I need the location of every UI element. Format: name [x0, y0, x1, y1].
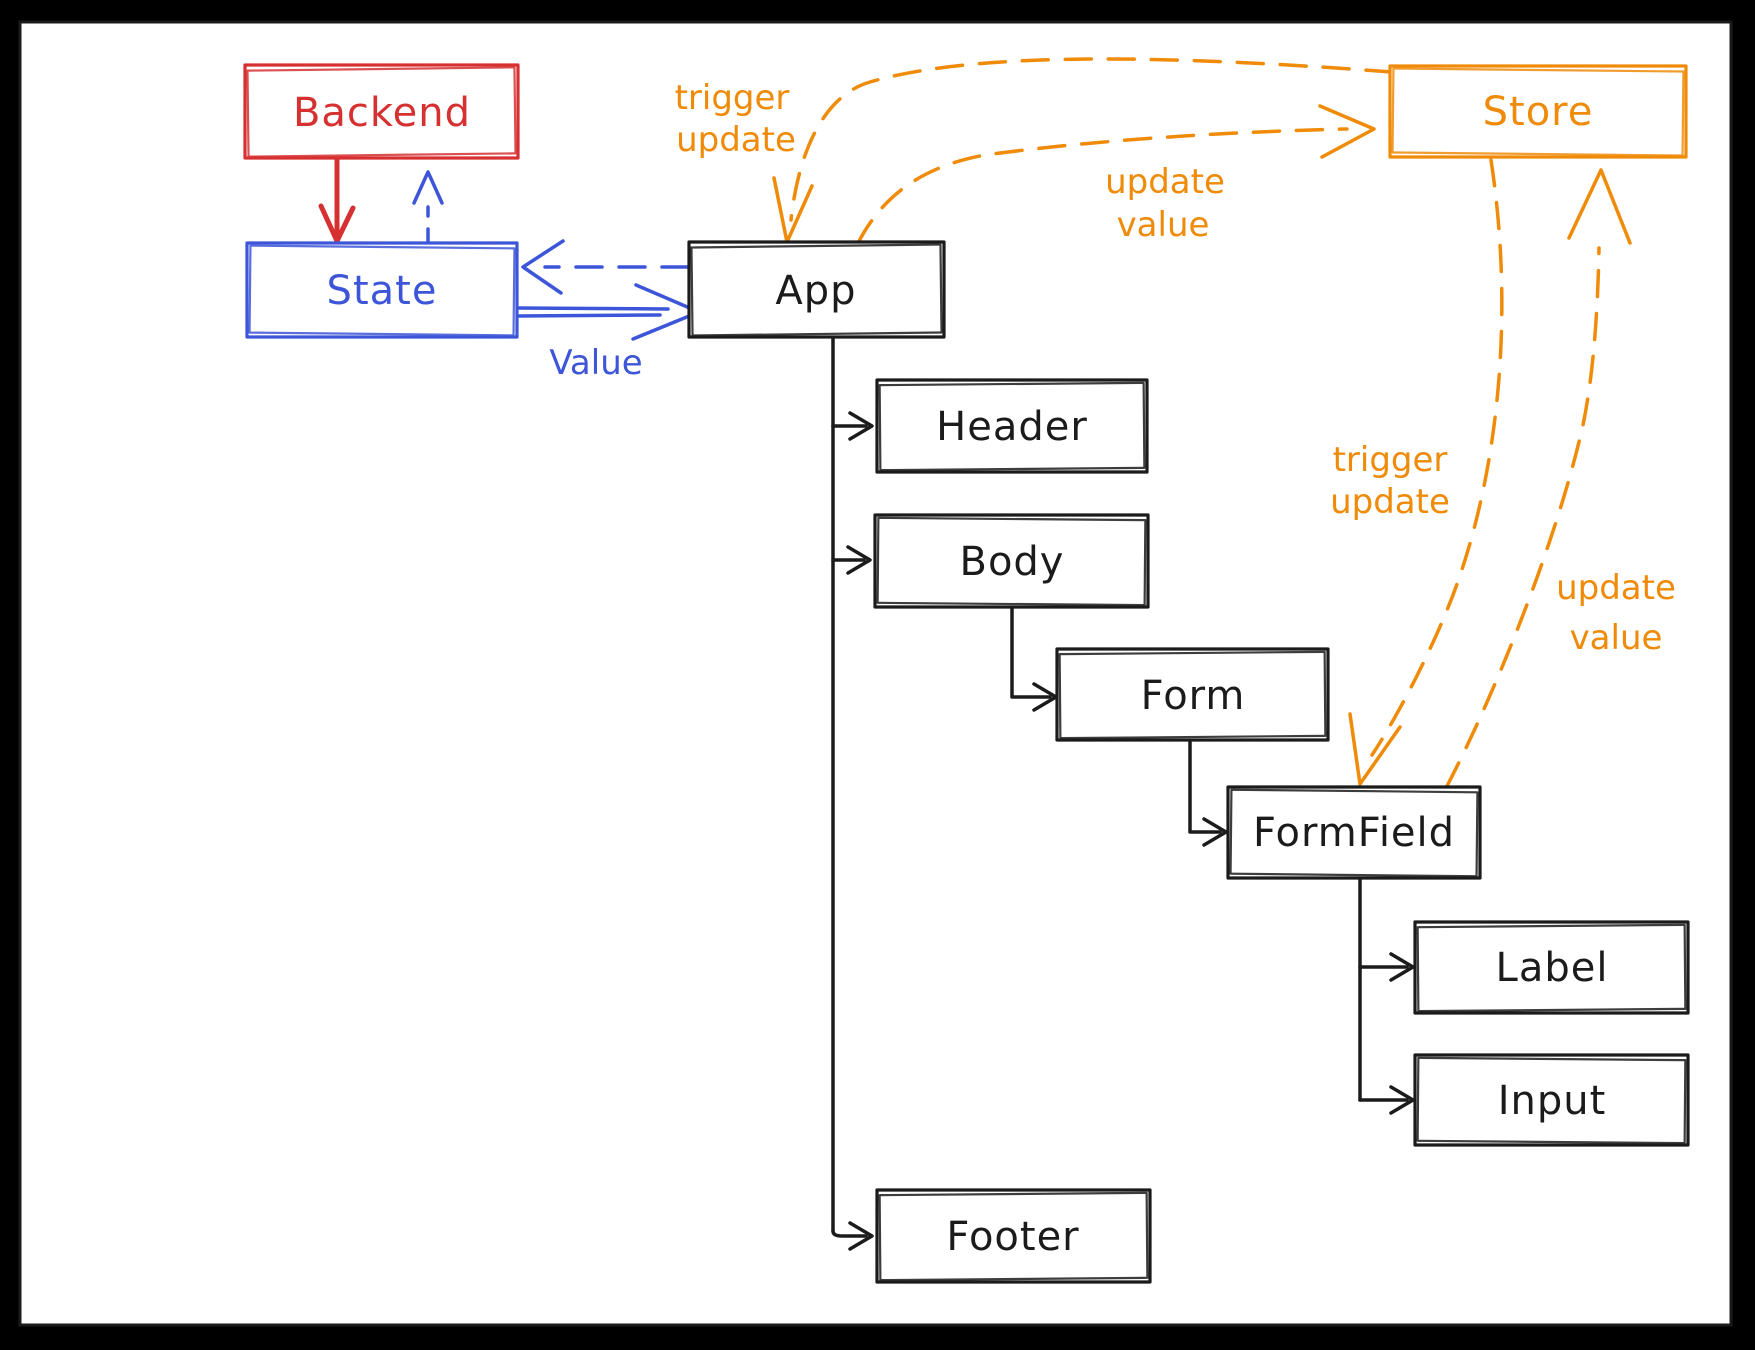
edge-app-footer[interactable]	[831, 1229, 868, 1238]
arrowhead-body	[846, 545, 872, 575]
node-state-label: State	[327, 268, 438, 314]
node-label-label: Label	[1496, 945, 1609, 991]
arrowhead-store-update	[1318, 104, 1376, 159]
label-update-value-mid-2: value	[1570, 618, 1663, 658]
arrowhead-state-down	[318, 203, 356, 244]
node-header[interactable]: Header	[875, 378, 1149, 474]
node-footer-label: Footer	[946, 1214, 1079, 1260]
label-update-value-top-2: value	[1117, 205, 1210, 245]
arrowhead-input	[1389, 1085, 1415, 1115]
node-form-label: Form	[1141, 673, 1246, 719]
node-formfield-label: FormField	[1253, 810, 1455, 856]
arrowhead-state-left	[521, 239, 565, 295]
edge-form-formfield[interactable]	[1188, 738, 1222, 834]
edge-state-app-value[interactable]	[515, 306, 670, 311]
edge-label-value: Value	[549, 343, 642, 383]
arrowhead-store-up	[1567, 168, 1632, 245]
node-backend-label: Backend	[293, 90, 471, 136]
edge-formfield-store-update[interactable]	[1445, 246, 1601, 788]
arrowhead-formfield-trigger	[1348, 712, 1402, 786]
edge-state-app-value-2	[515, 313, 662, 318]
node-header-label: Header	[936, 404, 1088, 450]
node-state[interactable]: State	[245, 241, 519, 339]
label-update-value-top-1: update	[1105, 162, 1225, 202]
node-body[interactable]: Body	[873, 513, 1150, 609]
edge-app-store-update[interactable]	[856, 127, 1349, 245]
node-body-label: Body	[960, 539, 1065, 585]
label-trigger-update-top-1: trigger	[675, 78, 790, 118]
arrowhead-label	[1389, 952, 1415, 982]
arrowhead-backend-up	[412, 170, 444, 205]
edge-store-app-trigger[interactable]	[789, 57, 1394, 222]
node-label[interactable]: Label	[1413, 920, 1690, 1015]
label-trigger-update-mid-2: update	[1330, 482, 1450, 522]
arrowhead-footer	[848, 1221, 874, 1251]
node-backend[interactable]: Backend	[243, 63, 520, 160]
node-store[interactable]: Store	[1388, 64, 1688, 159]
arrowhead-header	[848, 411, 874, 441]
node-footer[interactable]: Footer	[875, 1188, 1152, 1284]
arrowhead-formfield	[1202, 817, 1228, 847]
node-input[interactable]: Input	[1413, 1053, 1690, 1147]
node-app[interactable]: App	[687, 240, 946, 339]
edge-body-form[interactable]	[1010, 605, 1052, 699]
label-trigger-update-top-2: update	[676, 120, 796, 160]
label-update-value-mid-1: update	[1556, 568, 1676, 608]
node-formfield[interactable]: FormField	[1226, 785, 1482, 880]
node-store-label: Store	[1483, 89, 1594, 135]
node-input-label: Input	[1498, 1078, 1607, 1124]
label-trigger-update-mid-1: trigger	[1333, 440, 1448, 480]
node-form[interactable]: Form	[1055, 647, 1330, 742]
node-app-label: App	[775, 268, 856, 314]
edge-store-formfield-trigger[interactable]	[1370, 158, 1504, 757]
